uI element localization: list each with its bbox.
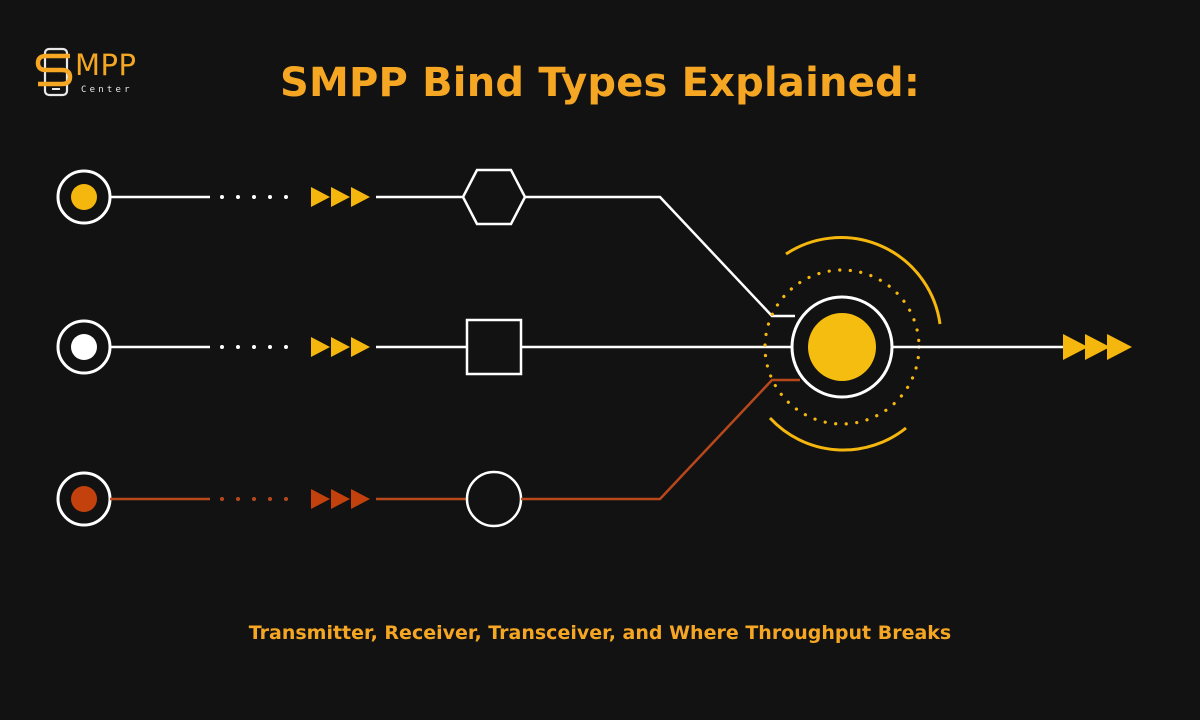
brand-logo: MPP Center [34, 46, 164, 106]
logo-wordmark: MPP [75, 48, 137, 82]
square-icon [465, 318, 523, 376]
lane3-chevrons-icon [311, 489, 370, 509]
output-lane [892, 334, 1132, 360]
page-subtitle: Transmitter, Receiver, Transceiver, and … [248, 622, 952, 644]
transceiver-lane [56, 378, 800, 528]
output-chevrons-icon [1063, 334, 1132, 360]
lane3-dotted-segment [220, 497, 288, 501]
lane2-chevrons-icon [311, 337, 370, 357]
lane3-endpoint-dot [71, 486, 97, 512]
lane1-line-to-hub [525, 195, 795, 318]
lane1-chevrons-icon [311, 187, 370, 207]
smpp-phone-s-logo-icon [35, 47, 73, 97]
lane2-endpoint-dot [71, 334, 97, 360]
receiver-lane [56, 318, 792, 376]
transmitter-lane [56, 168, 795, 318]
lane1-dotted-segment [220, 195, 288, 199]
hub-arc-bottom [768, 416, 907, 452]
logo-subtitle: Center [81, 85, 133, 95]
hexagon-icon [461, 168, 527, 226]
hub-core [808, 313, 876, 381]
page-title: SMPP Bind Types Explained: [279, 60, 921, 106]
hub-arc-top [785, 236, 942, 325]
throughput-hub [763, 236, 942, 452]
lane3-line-to-hub [521, 378, 800, 501]
circle-icon [465, 470, 523, 528]
lane1-endpoint-dot [71, 184, 97, 210]
lane2-dotted-segment [220, 345, 288, 349]
